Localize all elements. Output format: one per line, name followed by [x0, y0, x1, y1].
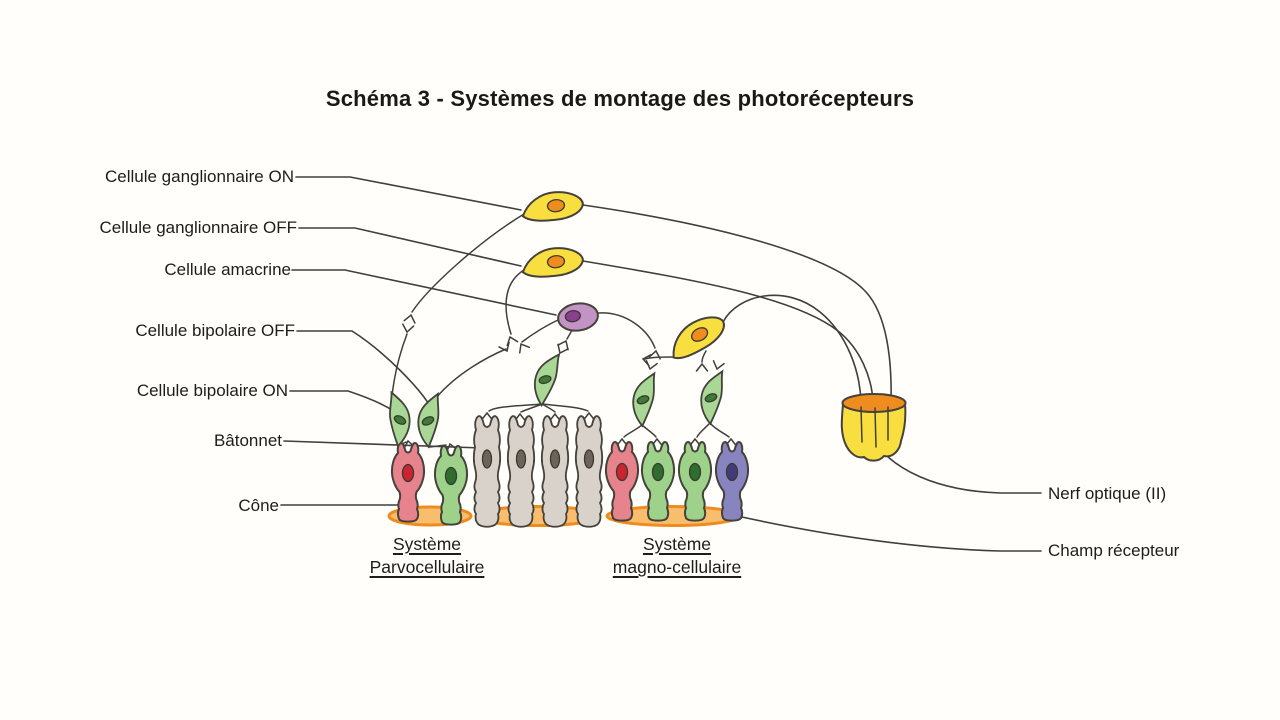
- synapse-fork: [480, 412, 494, 421]
- label-cone: Cône: [238, 496, 279, 515]
- ganglion-on-cell: [519, 188, 586, 225]
- synapse-fork: [582, 412, 596, 421]
- system-magno-line2: magno-cellulaire: [612, 557, 742, 577]
- leader-rod: [283, 440, 483, 449]
- dendrite-off-ganglion: [505, 269, 525, 335]
- synapse-fork: [515, 340, 531, 354]
- label-optic-nerve: Nerf optique (II): [1048, 484, 1167, 503]
- rod-bipolar-dendrite-4: [541, 403, 589, 412]
- optic-nerve-fibers: [860, 406, 889, 448]
- amacrine-nucleus: [564, 310, 581, 323]
- dendrite-on-ganglion: [411, 213, 525, 313]
- amacrine-process-left: [521, 319, 559, 343]
- synapse-fork: [554, 343, 569, 357]
- axon-ganglion-off: [582, 260, 874, 403]
- ganglion-axons: [582, 204, 892, 403]
- optic-nerve-cup: [840, 403, 907, 462]
- axon-ganglion-magno: [722, 294, 862, 403]
- leader-ganglion-off: [298, 227, 522, 267]
- dendrite-magno-right: [701, 350, 707, 363]
- synapse-fork: [641, 352, 652, 367]
- leader-lines: [280, 176, 1042, 552]
- magno-bipolar-dendrite-3: [696, 422, 711, 438]
- leader-ganglion-on: [295, 176, 522, 211]
- synapse-fork: [710, 360, 725, 372]
- system-parvo-line2: Parvocellulaire: [369, 557, 485, 577]
- bipolar-on-cell: [388, 391, 411, 447]
- amacrine-process-right: [597, 312, 656, 349]
- synapse-fork: [504, 334, 519, 347]
- optic-nerve-head: [841, 393, 907, 413]
- label-rod: Bâtonnet: [213, 431, 282, 450]
- rod-bipolar-dendrite-2: [520, 403, 543, 413]
- amacrine-process-bottom: [566, 329, 573, 340]
- leader-bipolar-off: [296, 330, 434, 412]
- stem-on-bipolar: [391, 333, 408, 397]
- rod-3: [541, 415, 569, 528]
- label-ganglion-off: Cellule ganglionnaire OFF: [99, 218, 298, 237]
- rod-2: [507, 415, 535, 528]
- rod-4: [575, 415, 603, 528]
- bipolar-off-cell: [416, 392, 441, 449]
- label-receptive-field: Champ récepteur: [1048, 541, 1180, 560]
- axon-ganglion-on: [582, 204, 892, 403]
- ganglion-magno-cell: [662, 308, 731, 365]
- magno-bipolar-dendrite-4: [709, 422, 730, 438]
- optic-nerve: [840, 393, 907, 462]
- label-system-parvocellular: Système Parvocellulaire: [337, 533, 517, 579]
- leader-receptive-field: [705, 508, 1042, 552]
- ganglion-off-cell: [519, 244, 586, 281]
- label-system-magnocellular: Système magno-cellulaire: [587, 533, 767, 579]
- ganglion-cells: [519, 188, 731, 365]
- synapse-fork: [695, 363, 709, 372]
- rod-1: [473, 415, 501, 528]
- label-amacrine: Cellule amacrine: [164, 260, 291, 279]
- system-parvo-line1: Système: [392, 534, 462, 554]
- system-magno-line1: Système: [642, 534, 712, 554]
- label-bipolar-on: Cellule bipolaire ON: [136, 381, 288, 400]
- magno-bipolar-dendrite-1: [623, 424, 643, 438]
- amacrine-cell: [557, 302, 599, 332]
- synapse-fork: [400, 323, 415, 334]
- synapse-fork: [403, 313, 418, 324]
- stem-off-bipolar: [435, 348, 507, 399]
- rod-bipolar-dendrite-3: [541, 403, 556, 413]
- rod-bipolar-dendrite-1: [488, 403, 543, 412]
- rod-bipolar-cell: [529, 349, 562, 409]
- diagram-title: Schéma 3 - Systèmes de montage des photo…: [325, 86, 915, 111]
- leader-bipolar-on: [289, 390, 393, 411]
- magno-bipolar-left: [629, 370, 657, 428]
- magno-bipolar-right: [697, 368, 725, 426]
- synapse-fork: [557, 337, 572, 351]
- synapse-fork: [643, 360, 658, 372]
- label-bipolar-off: Cellule bipolaire OFF: [135, 321, 295, 340]
- leader-amacrine: [291, 269, 557, 316]
- dendrite-magno-left: [644, 356, 676, 360]
- magno-bipolar-dendrite-2: [641, 424, 657, 438]
- label-ganglion-on: Cellule ganglionnaire ON: [104, 167, 294, 186]
